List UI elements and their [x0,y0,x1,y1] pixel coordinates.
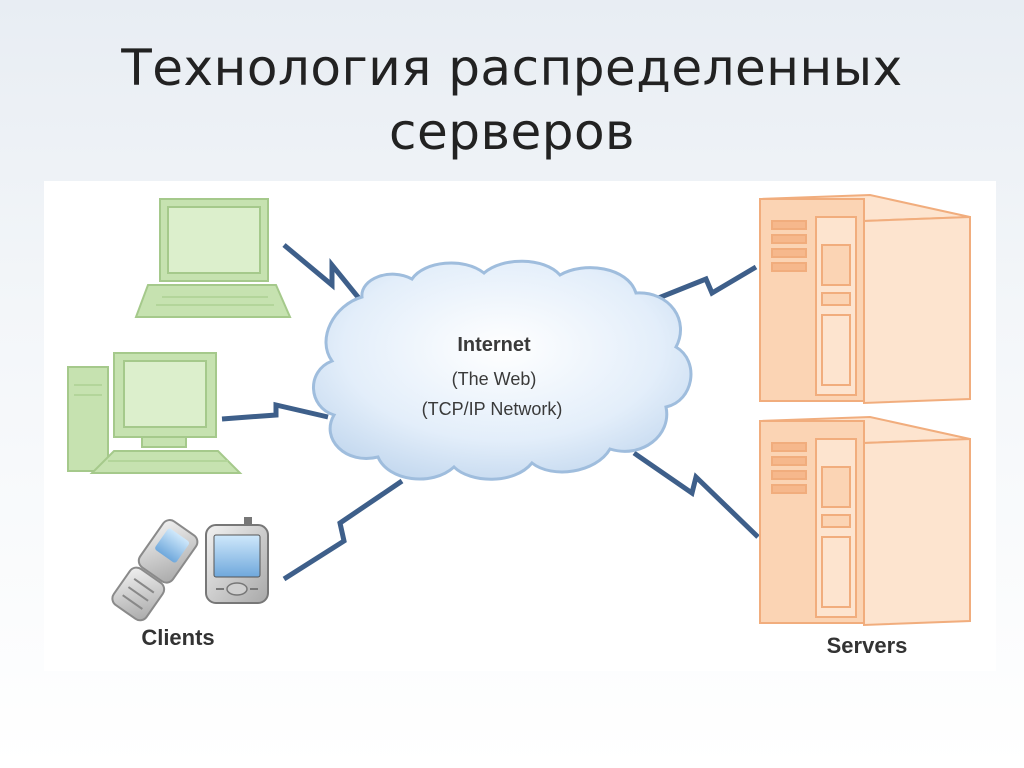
cloud-icon [312,259,693,481]
server-bottom-icon [759,415,971,627]
cloud-protocol: (TCP/IP Network) [422,399,563,419]
clients-label: Clients [141,625,214,650]
link-phones-cloud [282,478,404,582]
network-diagram: Internet (The Web) (TCP/IP Network) [44,181,996,671]
link-desktop-cloud [221,401,329,422]
slide-title: Технология распределенных серверов [0,36,1024,164]
servers-label: Servers [827,633,908,658]
cloud-subtitle: (The Web) [452,369,537,389]
server-top-icon [759,193,971,405]
diagram-canvas: Internet (The Web) (TCP/IP Network) [67,193,971,658]
smartphone-icon [205,517,269,604]
link-laptop-cloud [282,243,368,309]
mobile-phone-icon [111,519,199,622]
network-links [221,243,760,582]
slide-title-line-2: серверов [388,103,636,161]
link-cloud-server-top [655,264,758,302]
desktop-computer-icon [67,352,243,474]
laptop-icon [134,198,292,318]
internet-cloud: Internet (The Web) (TCP/IP Network) [312,259,693,481]
slide-title-line-1: Технология распределенных [121,39,903,97]
cloud-title: Internet [457,334,531,356]
link-cloud-server-bottom [632,450,760,539]
